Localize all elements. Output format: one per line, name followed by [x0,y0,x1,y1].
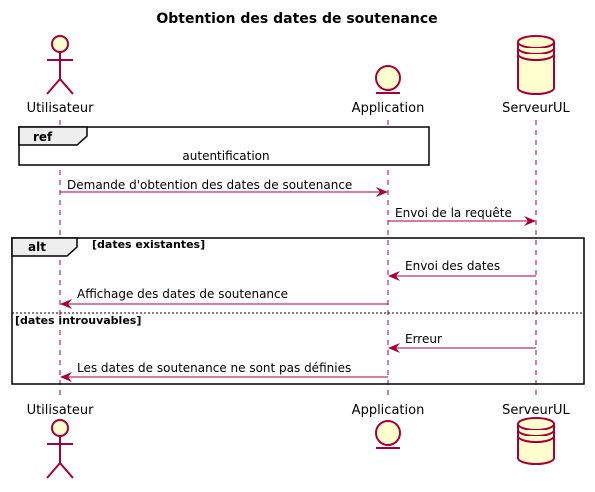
participant-name: ServeurUL [502,403,570,418]
database-icon [517,417,555,465]
message-label: Erreur [405,332,442,346]
participant-application-bottom: Application [352,403,425,449]
alt-frame [11,237,585,385]
participant-name: Application [352,403,425,418]
alt-fragment: alt [dates existantes] [dates introuvabl… [11,237,585,385]
participant-serveurul-top: ServeurUL [502,35,571,116]
message-6: Les dates de soutenance ne sont pas défi… [60,361,388,382]
message-1: Demande d'obtention des dates de soutena… [60,178,388,197]
alt-keyword: alt [28,240,46,254]
participant-utilisateur-bottom: Utilisateur [27,403,95,479]
alt-guard-2: [dates introuvables] [15,314,141,327]
participant-name: Application [352,101,425,116]
alt-guard-1: [dates existantes] [92,238,205,251]
participant-utilisateur-top: Utilisateur [27,35,95,116]
alt-header [11,237,78,257]
arrowhead-icon [60,372,72,382]
participant-application-top: Application [352,65,425,116]
participant-name: ServeurUL [502,101,570,116]
ref-text: autentification [182,149,269,163]
message-2: Envoi de la requête [388,206,536,226]
message-4: Affichage des dates de soutenance [60,287,388,309]
database-icon [517,35,555,95]
entity-icon [375,420,401,449]
participant-serveurul-bottom: ServeurUL [502,403,571,465]
arrowhead-icon [60,299,72,309]
arrowhead-icon [376,187,388,197]
actor-icon [46,419,74,479]
entity-icon [375,65,401,94]
arrowhead-icon [388,271,400,281]
message-label: Les dates de soutenance ne sont pas défi… [77,361,351,375]
participant-name: Utilisateur [27,101,95,116]
message-3: Envoi des dates [388,259,536,281]
message-label: Affichage des dates de soutenance [77,287,288,301]
arrowhead-icon [524,216,536,226]
participant-name: Utilisateur [27,403,95,418]
ref-header [18,126,88,146]
message-label: Envoi des dates [405,259,500,273]
ref-keyword: ref [33,130,53,144]
ref-fragment: ref autentification [18,126,430,166]
message-5: Erreur [388,332,536,353]
actor-icon [46,35,74,95]
message-label: Demande d'obtention des dates de soutena… [67,178,352,192]
arrowhead-icon [388,343,400,353]
diagram-title: Obtention des dates de soutenance [156,11,437,27]
message-label: Envoi de la requête [395,206,512,220]
